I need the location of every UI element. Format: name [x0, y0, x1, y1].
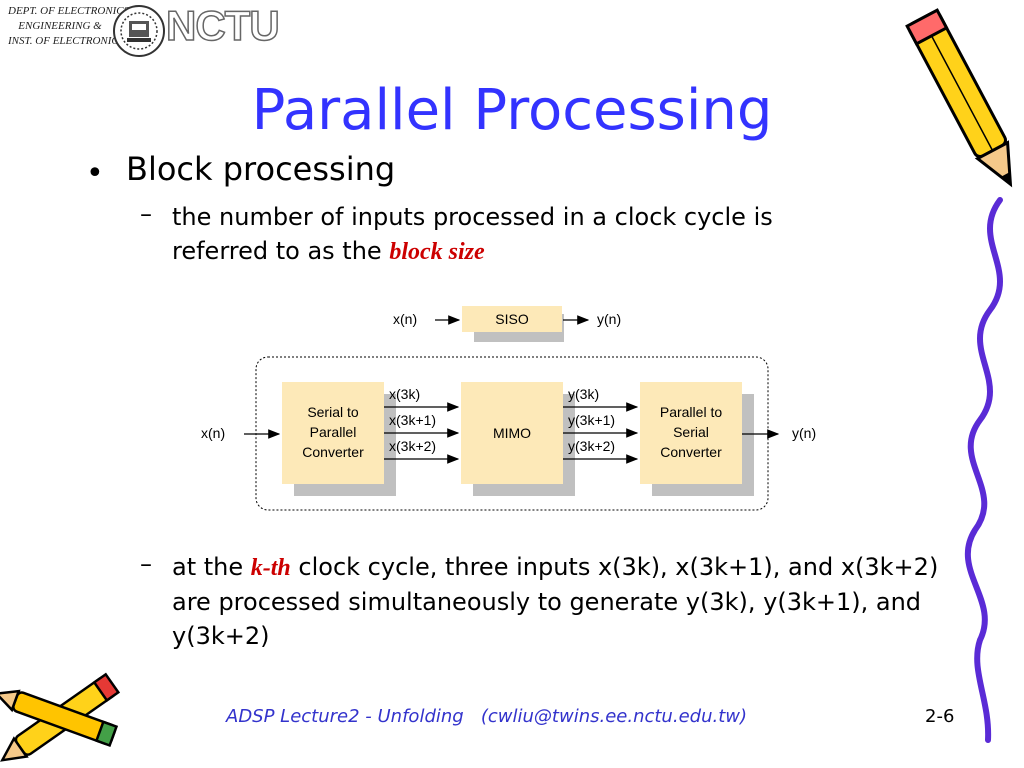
p2s-shadow — [652, 394, 754, 496]
university-seal-icon — [113, 5, 165, 57]
page-number: 2-6 — [925, 706, 955, 727]
mimo-label: MIMO — [493, 425, 531, 441]
mid-input-label: x(3k+2) — [389, 438, 436, 454]
mimo-shadow — [473, 394, 575, 496]
mid-output-label: y(3k) — [568, 386, 599, 402]
mid-output-label: y(3k+2) — [568, 438, 615, 454]
s2p-shadow — [294, 394, 396, 496]
mimo-box — [461, 382, 563, 484]
sub-bullet-kth-cycle: at the k-th clock cycle, three inputs x(… — [172, 550, 962, 653]
emphasis-k-th: k-th — [250, 555, 291, 581]
s2p-label-line: Serial to — [307, 404, 359, 420]
parallel-to-serial-box — [640, 382, 742, 484]
block-input-label: x(n) — [201, 425, 225, 441]
siso-output-label: y(n) — [597, 311, 621, 327]
siso-box — [462, 306, 562, 332]
p2s-label-line: Parallel to — [660, 404, 722, 420]
mid-input-label: x(3k) — [389, 386, 420, 402]
s2p-label-line: Converter — [302, 444, 364, 460]
department-logo-text: DEPT. OF ELECTRONICS ENGINEERING & INST.… — [8, 4, 130, 49]
pencil-icon — [0, 672, 121, 762]
sub-bullet-dash: – — [140, 550, 152, 578]
block-output-label: y(n) — [792, 425, 816, 441]
serial-to-parallel-box — [282, 382, 384, 484]
logo-line: DEPT. OF ELECTRONICS — [8, 5, 130, 17]
logo-line: ENGINEERING & — [18, 20, 102, 32]
sub-bullet-text: clock cycle, three inputs x(3k), x(3k+1)… — [172, 553, 939, 650]
slide-title: Parallel Processing — [251, 78, 773, 143]
bullet-block-processing: Block processing — [126, 150, 396, 188]
p2s-label-line: Converter — [660, 444, 722, 460]
siso-input-label: x(n) — [393, 311, 417, 327]
siso-shadow — [474, 314, 564, 342]
siso-label: SISO — [495, 311, 529, 327]
mid-output-label: y(3k+1) — [568, 412, 615, 428]
block-container — [255, 356, 769, 511]
sub-bullet-dash: – — [140, 200, 152, 228]
s2p-label-line: Parallel — [310, 424, 357, 440]
bullet-dot: • — [86, 156, 104, 191]
emphasis-block-size: block size — [389, 239, 485, 265]
sub-bullet-text: at the — [172, 553, 251, 581]
logo-line: INST. OF ELECTRONICS — [8, 35, 125, 47]
pencil-icon — [905, 8, 1013, 743]
nctu-logo: NCTU — [165, 1, 280, 50]
mid-input-label: x(3k+1) — [389, 412, 436, 428]
sub-bullet-block-size: the number of inputs processed in a cloc… — [172, 200, 872, 269]
footer-text: ADSP Lecture2 - Unfolding (cwliu@twins.e… — [226, 706, 747, 727]
sub-bullet-text: the number of inputs processed in a cloc… — [172, 203, 773, 265]
p2s-label-line: Serial — [673, 424, 709, 440]
